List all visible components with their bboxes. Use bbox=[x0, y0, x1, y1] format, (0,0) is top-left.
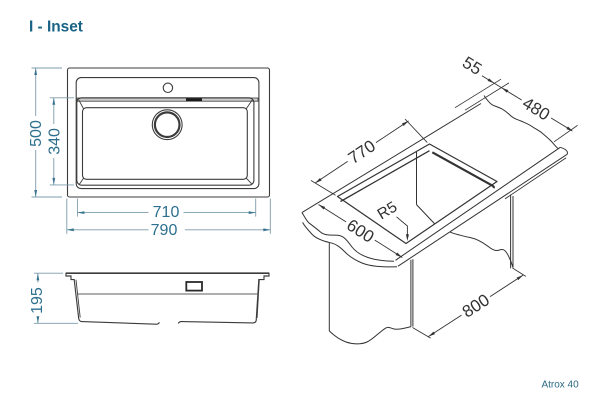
svg-text:Atrox 40: Atrox 40 bbox=[541, 380, 579, 391]
svg-text:710: 710 bbox=[153, 204, 180, 221]
svg-text:500: 500 bbox=[28, 120, 45, 147]
svg-text:I - Inset: I - Inset bbox=[29, 19, 83, 36]
svg-text:340: 340 bbox=[46, 128, 63, 155]
svg-text:195: 195 bbox=[29, 287, 46, 314]
svg-text:790: 790 bbox=[151, 222, 178, 239]
